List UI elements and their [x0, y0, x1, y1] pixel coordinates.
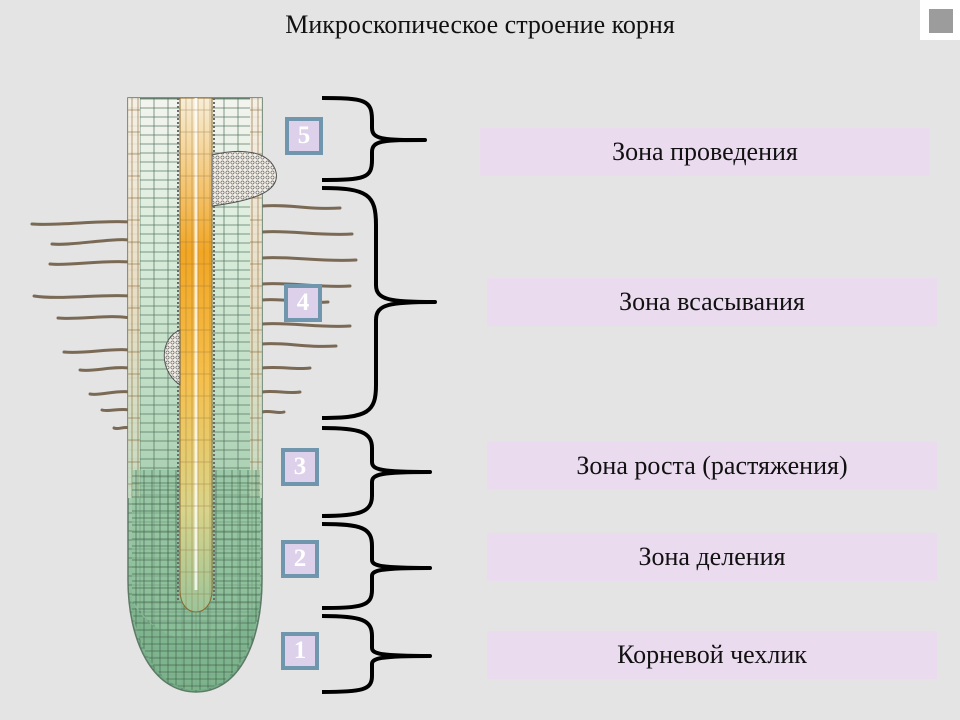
zone-label-absorption: Зона всасывания	[487, 278, 937, 326]
brace-1	[321, 614, 432, 694]
zone-label-division: Зона деления	[487, 533, 937, 581]
root-illustration	[30, 97, 358, 693]
square-icon	[929, 9, 953, 33]
corner-square-button[interactable]	[920, 0, 960, 40]
zone-label-growth: Зона роста (растяжения)	[487, 442, 937, 490]
zone-number-badge-4: 4	[284, 284, 322, 322]
zone-number-badge-3: 3	[281, 448, 319, 486]
brace-4	[321, 186, 437, 420]
zone-number-badge-1: 1	[281, 632, 319, 670]
zone-label-conduction: Зона проведения	[480, 128, 930, 176]
page-title: Микроскопическое строение корня	[285, 10, 675, 39]
zone-number-badge-2: 2	[281, 540, 319, 578]
root-hairs	[30, 204, 358, 431]
brace-5	[321, 96, 427, 182]
zone-label-root-cap: Корневой чехлик	[487, 631, 937, 679]
brace-2	[321, 522, 432, 610]
zone-braces	[321, 96, 437, 694]
brace-3	[321, 426, 432, 518]
zone-number-badge-5: 5	[285, 117, 323, 155]
